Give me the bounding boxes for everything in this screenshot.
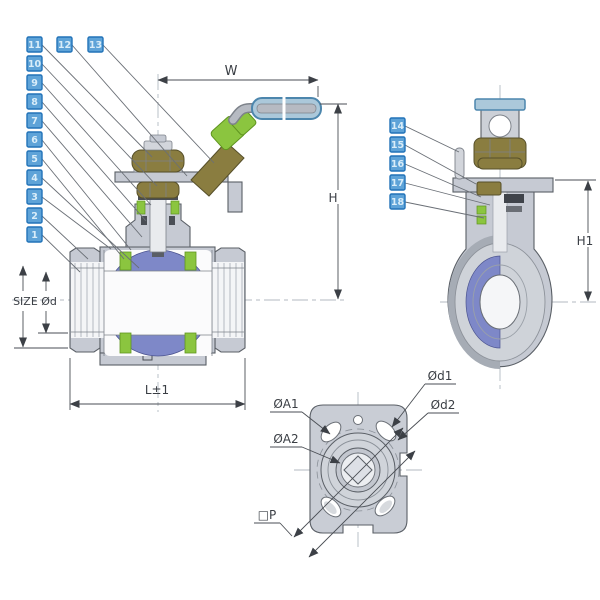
side-handle-hole [488,114,512,138]
svg-text:7: 7 [31,116,38,127]
callout-14: 14 [389,117,406,134]
side-bore [479,274,521,330]
callout-3: 3 [26,188,43,205]
callout-5: 5 [26,150,43,167]
dim-h: H [328,191,337,205]
dim-p: □P [258,508,277,522]
dim-l: L±1 [145,383,169,397]
svg-text:8: 8 [31,97,38,108]
side-stem-nut-lower [477,157,523,170]
callout-10: 10 [26,55,43,72]
callout-13: 13 [87,36,104,53]
svg-text:11: 11 [28,40,41,51]
callout-8: 8 [26,93,43,110]
dim-a2: ØA2 [273,432,298,446]
callout-16: 16 [389,155,406,172]
callout-leader-lines [41,44,491,273]
callout-7: 7 [26,112,43,129]
callout-15: 15 [389,136,406,153]
dim-h1: H1 [577,234,594,248]
callout-boxes: 1 2 3 4 5 6 7 8 9 10 11 12 13 14 15 16 1… [26,36,406,243]
bottom-flange-view [309,404,408,534]
callout-9: 9 [26,74,43,91]
front-section-view [69,96,322,366]
callout-4: 4 [26,169,43,186]
svg-text:16: 16 [391,159,405,170]
side-packing-dark-2 [506,206,522,212]
ball-stem-slot [152,249,164,257]
svg-text:12: 12 [58,40,71,51]
svg-text:5: 5 [31,154,38,165]
svg-text:6: 6 [31,135,38,146]
callout-12: 12 [56,36,73,53]
dim-d2: Ød2 [431,398,456,412]
flange-pilot-hole [353,415,363,425]
svg-text:17: 17 [391,178,404,189]
side-handle-cap [474,98,526,111]
seat-ring [119,332,132,354]
seat-ring [184,251,197,271]
svg-text:9: 9 [31,78,38,89]
dim-w: W [225,64,238,79]
side-seal-green-2 [476,215,487,225]
packing-ring [170,200,180,215]
svg-text:4: 4 [31,173,38,184]
side-gland-nut [476,181,502,196]
stem-nut-lower [136,181,180,199]
callout-1: 1 [26,226,43,243]
ball-bore [104,271,212,335]
stem-cap-top [149,134,167,143]
handle-rod [229,104,320,124]
dim-d1: Ød1 [428,369,453,383]
packing-ring [136,200,146,215]
dim-a1: ØA1 [273,397,298,411]
svg-text:2: 2 [31,211,38,222]
seat-ring [184,332,197,354]
stem-seal [141,216,147,225]
svg-text:18: 18 [391,197,405,208]
svg-text:10: 10 [28,59,42,70]
stem-seal [169,216,175,225]
dimensions: W H H1 L±1 SIZE Ød ØA1 ØA2 Ød1 Ød [13,64,599,558]
svg-text:13: 13 [89,40,102,51]
body-bottom-notch [142,354,153,361]
svg-text:3: 3 [31,192,38,203]
lever-stop-bracket [227,181,243,213]
side-section-view [447,98,554,369]
side-packing-dark [504,194,524,203]
side-pin [454,147,465,180]
lever-arm [190,141,245,197]
side-ring-shadow [448,235,500,369]
dim-size: SIZE Ød [13,295,57,308]
svg-text:15: 15 [391,140,404,151]
handle-grip-core [256,103,317,114]
callout-17: 17 [389,174,406,191]
svg-text:1: 1 [31,230,38,241]
callout-11: 11 [26,36,43,53]
side-seal-green [476,205,487,215]
callout-2: 2 [26,207,43,224]
callout-18: 18 [389,193,406,210]
callout-6: 6 [26,131,43,148]
svg-text:14: 14 [391,121,405,132]
seat-ring [119,251,132,271]
side-ring-inner [472,264,528,340]
